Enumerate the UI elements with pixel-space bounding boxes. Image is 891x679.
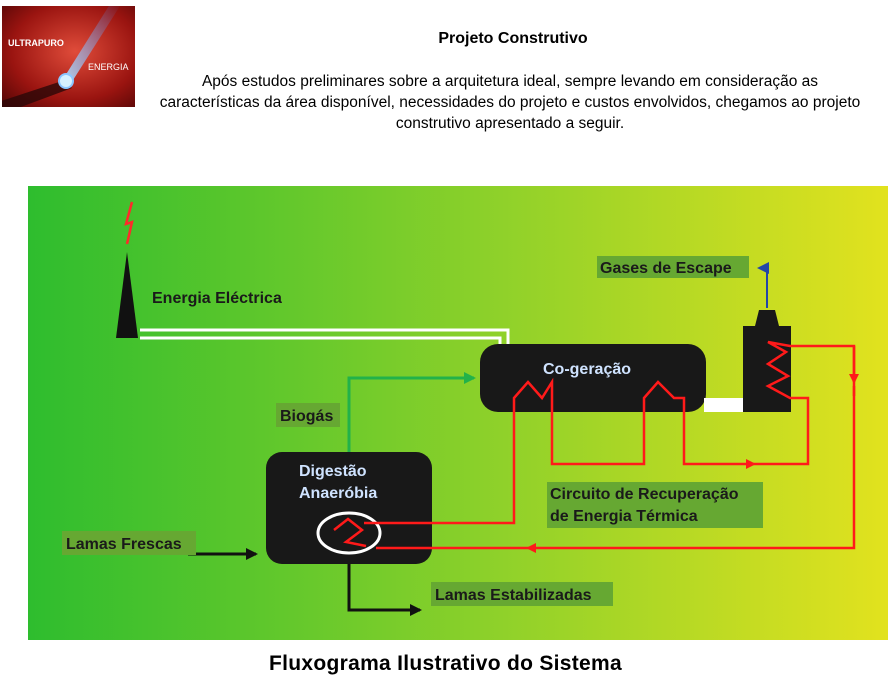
diagram-caption: Fluxograma Ilustrativo do Sistema: [269, 652, 622, 675]
label-cogeracao: Co-geração: [543, 361, 631, 378]
label-lamas-estabilizadas: Lamas Estabilizadas: [435, 587, 592, 604]
power-tower-icon: [116, 201, 138, 338]
exhaust-heat-exchanger: [743, 262, 791, 412]
intro-paragraph: Após estudos preliminares sobre a arquit…: [159, 73, 861, 132]
ultrapuro-energia-logo: ULTRAPURO ENERGIA: [2, 6, 135, 107]
electricity-line: [140, 328, 510, 346]
page-title: Projeto Construtivo: [438, 30, 588, 47]
cogeneration-unit: [480, 344, 706, 412]
label-energia-electrica: Energia Eléctrica: [152, 290, 282, 307]
label-lamas-frescas: Lamas Frescas: [66, 536, 182, 553]
exhaust-connector: [704, 398, 744, 412]
label-biogas: Biogás: [280, 408, 333, 425]
biogas-line: [347, 372, 476, 452]
heat-recovery-circuit: [333, 340, 859, 553]
anaerobic-digester: [266, 452, 432, 564]
label-gases-escape: Gases de Escape: [600, 260, 732, 277]
logo-text-energia: ENERGIA: [88, 62, 129, 72]
logo-text-ultrapuro: ULTRAPURO: [8, 38, 64, 48]
diagram-background: [28, 186, 888, 640]
label-anaerobia: Anaeróbia: [299, 485, 377, 502]
label-digestao: Digestão: [299, 463, 367, 480]
digester-heat-coil: [316, 511, 382, 555]
label-circuito-2: de Energia Térmica: [550, 508, 698, 525]
label-circuito-1: Circuito de Recuperação: [550, 486, 739, 503]
system-flow-diagram: Energia Eléctrica Gases de Escape Co-ger…: [28, 186, 888, 640]
stabilized-sludge-arrow: [347, 564, 422, 616]
